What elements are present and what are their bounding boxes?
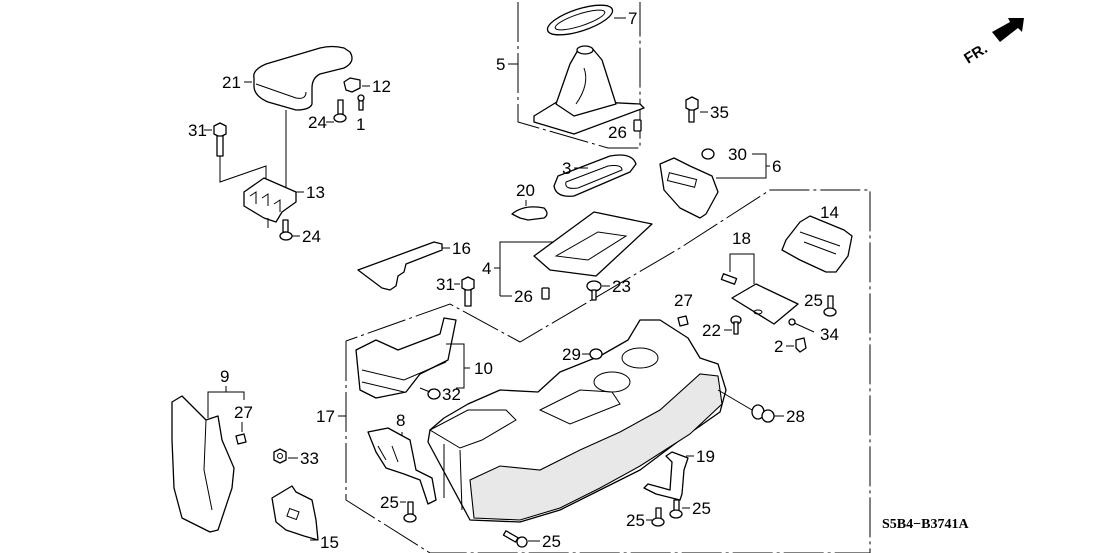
part-8-bracket[interactable] — [367, 427, 437, 505]
callout-32: 32 — [442, 385, 461, 404]
callout-31a: 31 — [188, 121, 207, 140]
part-5-shift-boot[interactable] — [533, 45, 645, 135]
part-20-cap[interactable] — [511, 206, 548, 221]
part-28-push-clip[interactable] — [751, 404, 775, 423]
callout-28: 28 — [786, 407, 805, 426]
callout-17: 17 — [316, 407, 335, 426]
part-32-clip[interactable] — [419, 387, 441, 400]
callout-34: 34 — [820, 325, 839, 344]
callout-26a: 26 — [608, 123, 627, 142]
callout-15: 15 — [320, 533, 339, 552]
part-2-clip[interactable] — [795, 337, 807, 353]
part-33-nut[interactable] — [273, 448, 287, 464]
part-25-bolt-left-lower[interactable] — [403, 501, 417, 523]
part-17-center-console[interactable] — [427, 319, 727, 523]
part-26-clip-upper[interactable] — [633, 119, 642, 132]
part-26-clip-lower[interactable] — [541, 287, 550, 300]
callout-3: 3 — [562, 159, 571, 178]
fr-label: FR. — [961, 40, 991, 67]
front-direction-indicator: FR. — [961, 18, 1024, 67]
callout-25a: 25 — [804, 291, 823, 310]
callout-7: 7 — [628, 9, 637, 28]
callout-1: 1 — [356, 115, 365, 134]
callout-25b: 25 — [380, 493, 399, 512]
part-12-hinge-clip[interactable] — [343, 77, 361, 93]
callout-4: 4 — [482, 259, 491, 278]
callout-18: 18 — [732, 229, 751, 248]
part-23-screw[interactable] — [586, 280, 602, 301]
diagram-code: S5B4−B3741A — [882, 517, 969, 532]
part-3-shift-surround[interactable] — [553, 154, 637, 197]
callout-25c: 25 — [542, 532, 561, 551]
callout-24a: 24 — [308, 113, 327, 132]
callout-24b: 24 — [302, 227, 321, 246]
callout-26b: 26 — [514, 287, 533, 306]
part-35-bolt[interactable] — [685, 96, 699, 123]
callout-16: 16 — [452, 239, 471, 258]
callout-27b: 27 — [234, 403, 253, 422]
part-4-console-panel[interactable] — [533, 211, 653, 277]
callout-29: 29 — [562, 345, 581, 364]
part-25-bolt-right-bottom-a[interactable] — [651, 507, 665, 527]
callout-8: 8 — [396, 411, 405, 430]
callout-10: 10 — [474, 359, 493, 378]
part-13-bracket[interactable] — [243, 177, 297, 223]
part-6-front-panel[interactable] — [659, 157, 719, 219]
part-24-bolt-lower[interactable] — [279, 219, 293, 241]
callout-9: 9 — [220, 367, 229, 386]
callout-33: 33 — [300, 449, 319, 468]
group-boundary-shift-boot — [517, 2, 641, 149]
callout-23: 23 — [612, 277, 631, 296]
part-24-bolt-upper[interactable] — [333, 99, 347, 123]
callout-35: 35 — [710, 103, 729, 122]
part-30-clip[interactable] — [701, 148, 715, 160]
part-7-boot-ring[interactable] — [544, 0, 615, 41]
part-15-bracket[interactable] — [271, 485, 319, 541]
part-1-pin[interactable] — [357, 94, 365, 111]
callout-12: 12 — [372, 77, 391, 96]
callout-22: 22 — [702, 321, 721, 340]
part-22-clip[interactable] — [730, 315, 742, 335]
part-9-side-cover[interactable] — [171, 395, 235, 533]
part-18-small-lid[interactable] — [720, 273, 799, 325]
callout-31b: 31 — [436, 275, 455, 294]
part-34-screw[interactable] — [788, 318, 815, 333]
part-armrest-lid[interactable] — [253, 45, 353, 111]
part-31-bolt-center[interactable] — [461, 276, 475, 307]
callout-20: 20 — [516, 181, 535, 200]
part-29-grommet[interactable] — [589, 348, 603, 360]
part-25-bolt-right-bottom-b[interactable] — [669, 499, 683, 519]
callout-25e: 25 — [692, 499, 711, 518]
part-31-bolt-left[interactable] — [213, 122, 227, 157]
part-16-console-mat[interactable] — [357, 241, 443, 291]
part-25-bolt-bottom[interactable] — [502, 530, 528, 548]
callout-13: 13 — [306, 183, 325, 202]
callout-25d: 25 — [626, 511, 645, 530]
callout-30: 30 — [728, 145, 747, 164]
callout-21: 21 — [222, 73, 241, 92]
part-10-storage-pocket[interactable] — [355, 317, 457, 399]
group-boundary-main-console — [345, 189, 871, 553]
part-25-bolt-right[interactable] — [823, 295, 837, 317]
part-19-bracket[interactable] — [643, 451, 689, 501]
callout-2: 2 — [774, 337, 783, 356]
callout-5: 5 — [496, 55, 505, 74]
part-14-rear-cover[interactable] — [781, 215, 853, 273]
callout-19: 19 — [696, 447, 715, 466]
callout-6: 6 — [772, 157, 781, 176]
callout-27a: 27 — [674, 291, 693, 310]
part-27-nut-upper[interactable] — [677, 315, 689, 327]
part-27-nut-lower[interactable] — [235, 433, 247, 445]
front-arrow-icon — [992, 18, 1024, 42]
callout-14: 14 — [820, 203, 839, 222]
